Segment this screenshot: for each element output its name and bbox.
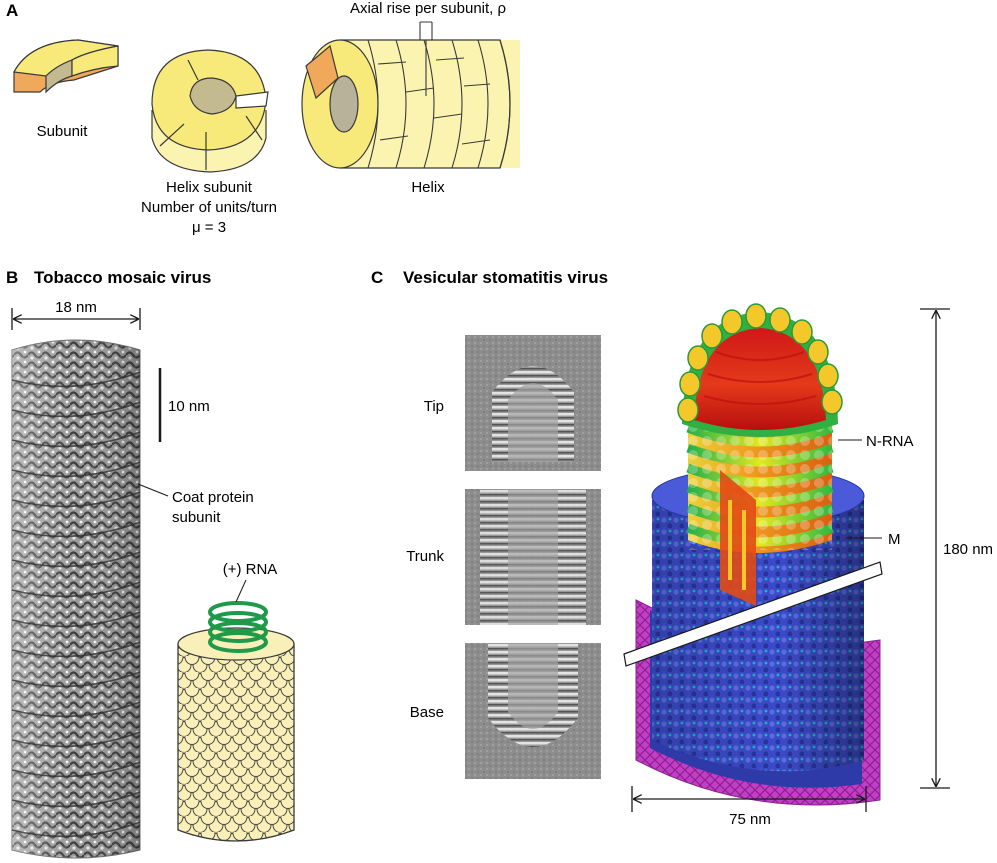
tip-label: Tip <box>424 398 444 415</box>
helix-cylinder <box>301 21 520 169</box>
helix-label: Helix <box>411 179 445 196</box>
panel-a-letter: A <box>6 1 18 20</box>
subunit-block <box>13 39 119 94</box>
tmv-rod <box>11 339 141 859</box>
tmv-schematic <box>177 579 295 842</box>
vsv-width-dimension <box>631 786 867 812</box>
nrna-label: N-RNA <box>866 433 914 450</box>
coat-protein-line1: Coat protein <box>172 489 254 506</box>
scale-bar-label: 10 nm <box>168 398 210 415</box>
coat-protein-line2: subunit <box>172 509 221 526</box>
helix-subunit-ring <box>151 49 269 173</box>
base-label: Base <box>410 704 444 721</box>
em-base-image <box>465 643 601 779</box>
vsv-width-label: 75 nm <box>729 811 771 828</box>
vsv-3d-model <box>623 303 883 806</box>
rna-coil <box>208 601 268 653</box>
panel-b: B Tobacco mosaic virus 18 nm <box>6 268 295 859</box>
em-trunk-image <box>465 489 601 625</box>
panel-c-title: Vesicular stomatitis virus <box>403 268 608 287</box>
tmv-width-label: 18 nm <box>55 299 97 316</box>
axial-rise-label: Axial rise per subunit, ρ <box>350 0 506 17</box>
panel-b-title: Tobacco mosaic virus <box>34 268 211 287</box>
m-label: M <box>888 531 901 548</box>
helix-subunit-line1: Helix subunit <box>166 179 253 196</box>
panel-c: C Vesicular stomatitis virus Tip Trunk B… <box>371 268 993 828</box>
helix-subunit-line2: Number of units/turn <box>141 199 277 216</box>
rna-label: (+) RNA <box>223 561 278 578</box>
vsv-height-dimension <box>920 308 950 789</box>
helix-subunit-line3: μ = 3 <box>192 219 226 236</box>
em-tip-image <box>465 335 601 471</box>
panel-c-letter: C <box>371 268 383 287</box>
coat-protein-leader <box>137 483 169 497</box>
subunit-label: Subunit <box>37 123 89 140</box>
panel-b-letter: B <box>6 268 18 287</box>
panel-a: A Subunit Helix subunit Number of units/… <box>6 0 520 236</box>
vsv-height-label: 180 nm <box>943 541 993 558</box>
tmv-width-dimension <box>11 308 141 330</box>
trunk-label: Trunk <box>406 548 444 565</box>
